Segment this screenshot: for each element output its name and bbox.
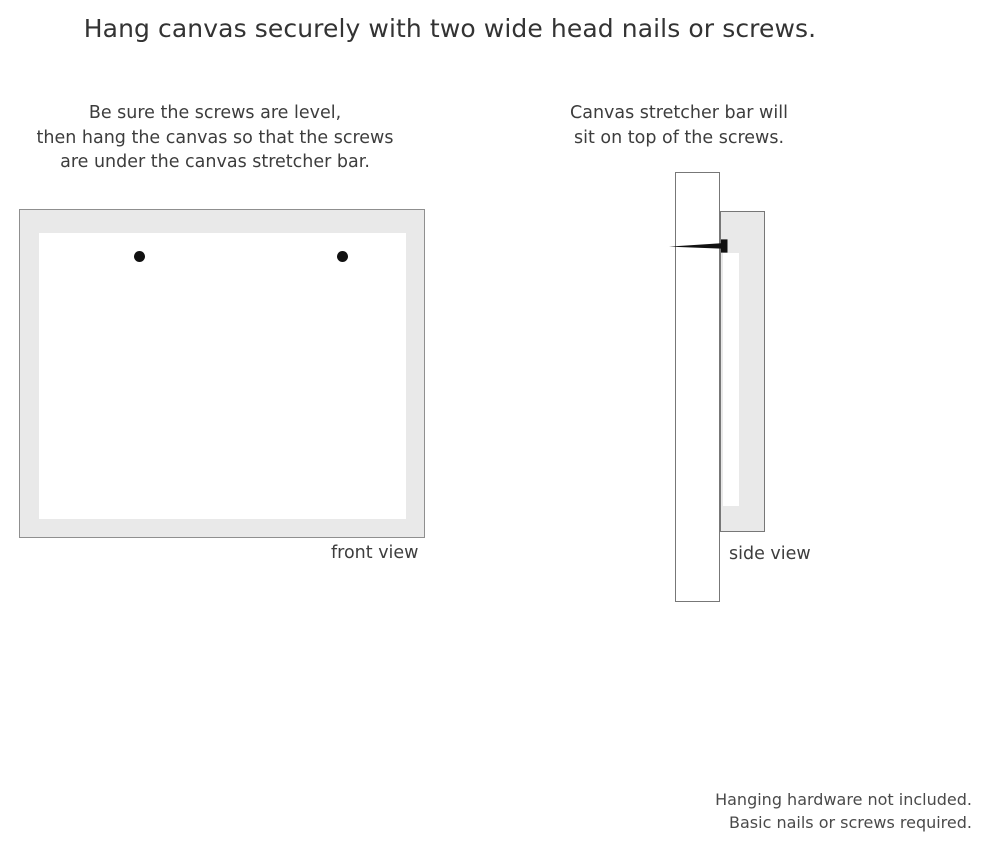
nail-screw-icon	[669, 239, 733, 253]
page-title: Hang canvas securely with two wide head …	[83, 14, 817, 43]
side-view-label: side view	[729, 544, 811, 564]
front-view-caption-line-2: then hang the canvas so that the screws	[36, 127, 394, 148]
side-view-caption-line-2: sit on top of the screws.	[573, 127, 785, 148]
front-view-caption-line-3: are under the canvas stretcher bar.	[60, 152, 370, 172]
footer-note-line-2: Basic nails or screws required.	[729, 813, 972, 832]
side-view-diagram	[669, 172, 767, 602]
footer-note-line-1: Hanging hardware not included.	[715, 790, 972, 809]
canvas-surface-side	[723, 253, 739, 506]
canvas-stretcher-bar-side	[720, 211, 765, 532]
side-view-caption: Canvas stretcher bar will sit on top of …	[539, 101, 819, 150]
screw-head-icon-left	[134, 251, 145, 262]
side-view-caption-line-1: Canvas stretcher bar will	[570, 103, 788, 123]
canvas-surface-front	[39, 233, 406, 519]
wall-cross-section	[675, 172, 720, 602]
front-view-label: front view	[331, 543, 419, 563]
screw-head-icon-right	[337, 251, 348, 262]
footer-note: Hanging hardware not included. Basic nai…	[715, 788, 972, 834]
front-view-caption: Be sure the screws are level, then hang …	[15, 101, 415, 175]
front-view-caption-line-1: Be sure the screws are level,	[88, 103, 342, 123]
front-view-diagram	[19, 209, 425, 538]
canvas-frame-front	[19, 209, 425, 538]
